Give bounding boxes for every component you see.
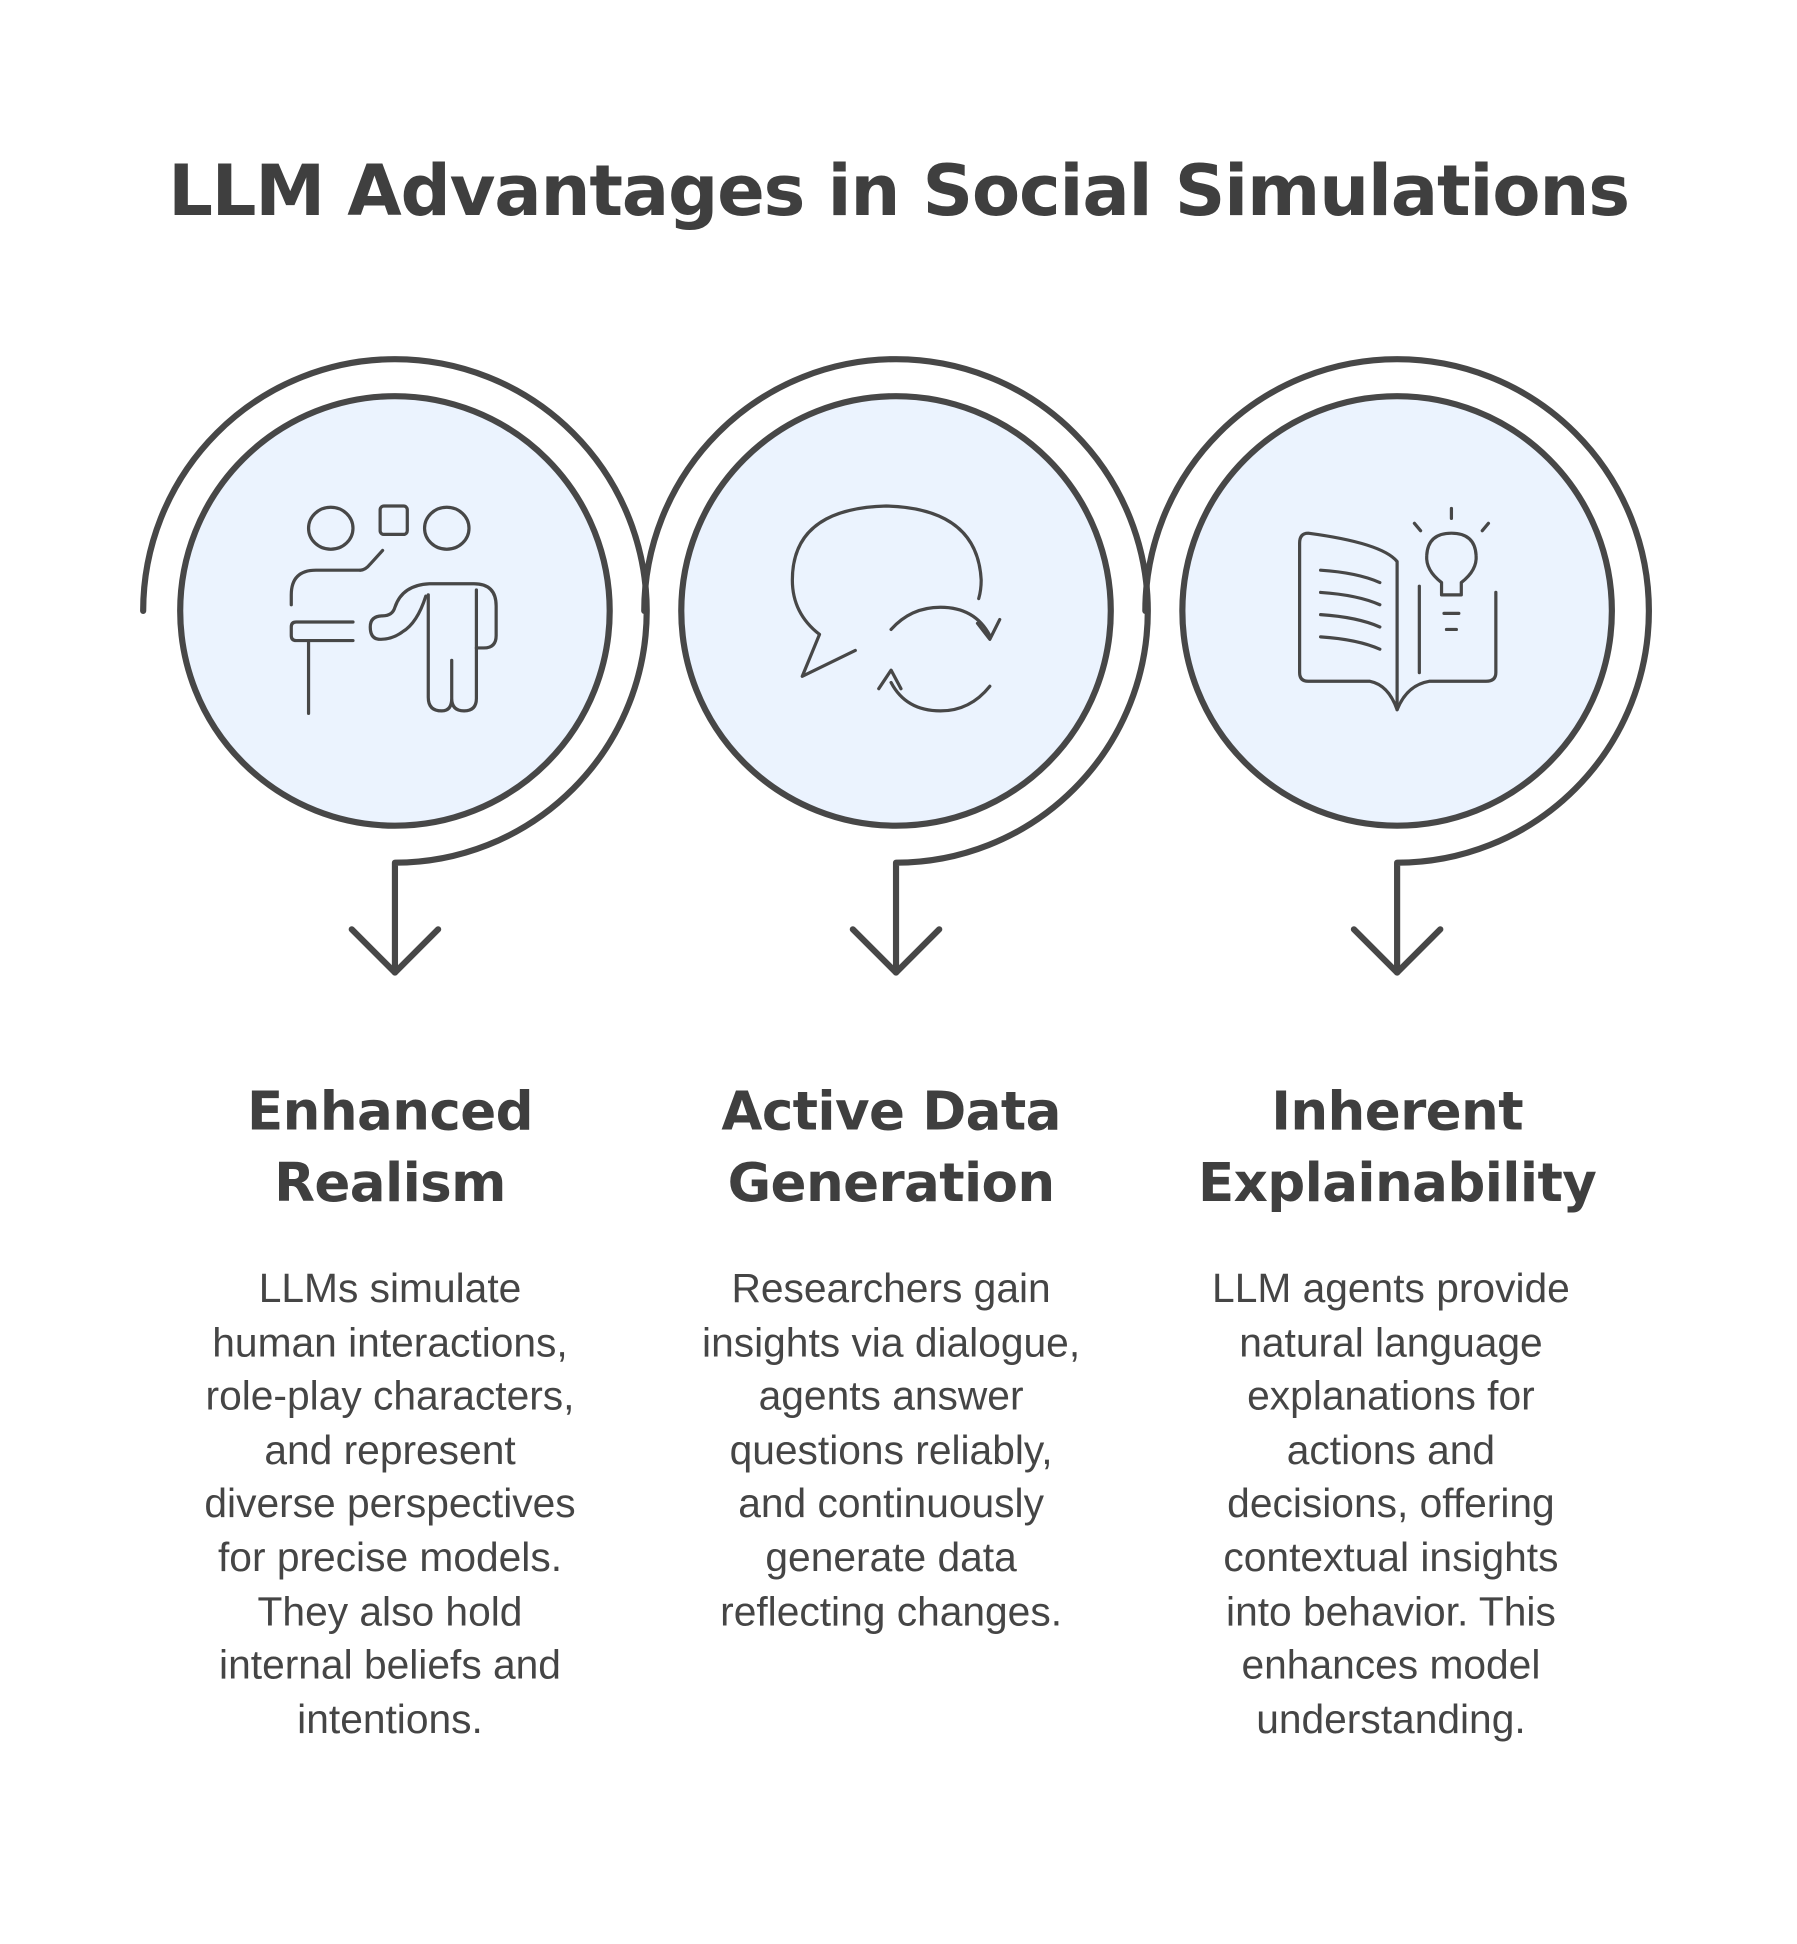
arrowhead-icon — [1350, 926, 1444, 976]
heading-line: Realism — [274, 1152, 506, 1215]
page-title: LLM Advantages in Social Simulations — [168, 150, 1630, 233]
body-line: LLMs simulate — [258, 1265, 522, 1311]
heading-active-data-generation: Active Data Generation — [632, 1076, 1150, 1219]
body-line: Researchers gain — [731, 1265, 1051, 1311]
heading-line: Inherent — [1271, 1081, 1523, 1143]
heading-inherent-explainability: Inherent Explainability — [1138, 1076, 1656, 1219]
body-line: questions reliably, — [729, 1426, 1053, 1473]
body-line: internal beliefs and — [219, 1641, 561, 1688]
icon-circle — [678, 393, 1114, 829]
flow-arc-arrow — [1142, 356, 1652, 976]
description-inherent-explainability: LLM agents provide natural language expl… — [1132, 1261, 1650, 1745]
body-line: natural language — [1239, 1318, 1543, 1365]
arrowhead-icon — [849, 926, 943, 976]
presenter-icon — [289, 504, 498, 715]
description-enhanced-realism: LLMs simulate human interactions, role-p… — [131, 1261, 649, 1745]
heading-line: Enhanced — [247, 1081, 534, 1143]
flow-arc-arrow — [641, 356, 1151, 976]
step-1-graphic — [140, 356, 650, 976]
body-line: and continuously — [738, 1480, 1044, 1526]
body-line: actions and — [1286, 1426, 1496, 1473]
body-line: reflecting changes. — [720, 1587, 1063, 1634]
body-line: into behavior. This — [1226, 1587, 1556, 1634]
body-line: They also hold — [257, 1587, 523, 1634]
body-line: insights via dialogue, — [702, 1318, 1081, 1365]
body-line: intentions. — [297, 1695, 483, 1742]
step-2-graphic — [641, 356, 1151, 976]
heading-enhanced-realism: Enhanced Realism — [131, 1076, 649, 1219]
body-line: enhances model — [1241, 1641, 1541, 1688]
body-line: agents answer — [758, 1372, 1024, 1419]
body-line: and represent — [264, 1426, 516, 1473]
body-line: generate data — [765, 1534, 1017, 1580]
flow-arc-arrow — [140, 356, 650, 976]
description-active-data-generation: Researchers gain insights via dialogue, … — [632, 1261, 1150, 1638]
heading-line: Explainability — [1198, 1152, 1597, 1215]
body-line: understanding. — [1256, 1695, 1526, 1742]
body-line: explanations for — [1247, 1372, 1535, 1419]
body-line: LLM agents provide — [1212, 1265, 1570, 1311]
body-line: decisions, offering — [1227, 1480, 1555, 1526]
body-line: diverse perspectives — [204, 1480, 576, 1526]
body-line: human interactions, — [212, 1318, 568, 1365]
book-lightbulb-icon — [1298, 506, 1498, 712]
body-line: contextual insights — [1223, 1534, 1559, 1580]
chat-refresh-icon — [790, 504, 1002, 713]
heading-line: Active Data — [721, 1081, 1061, 1143]
body-line: role-play characters, — [205, 1372, 575, 1419]
body-line: for precise models. — [217, 1534, 563, 1580]
step-3-graphic — [1142, 356, 1652, 976]
arrowhead-icon — [348, 926, 442, 976]
heading-line: Generation — [727, 1152, 1056, 1215]
